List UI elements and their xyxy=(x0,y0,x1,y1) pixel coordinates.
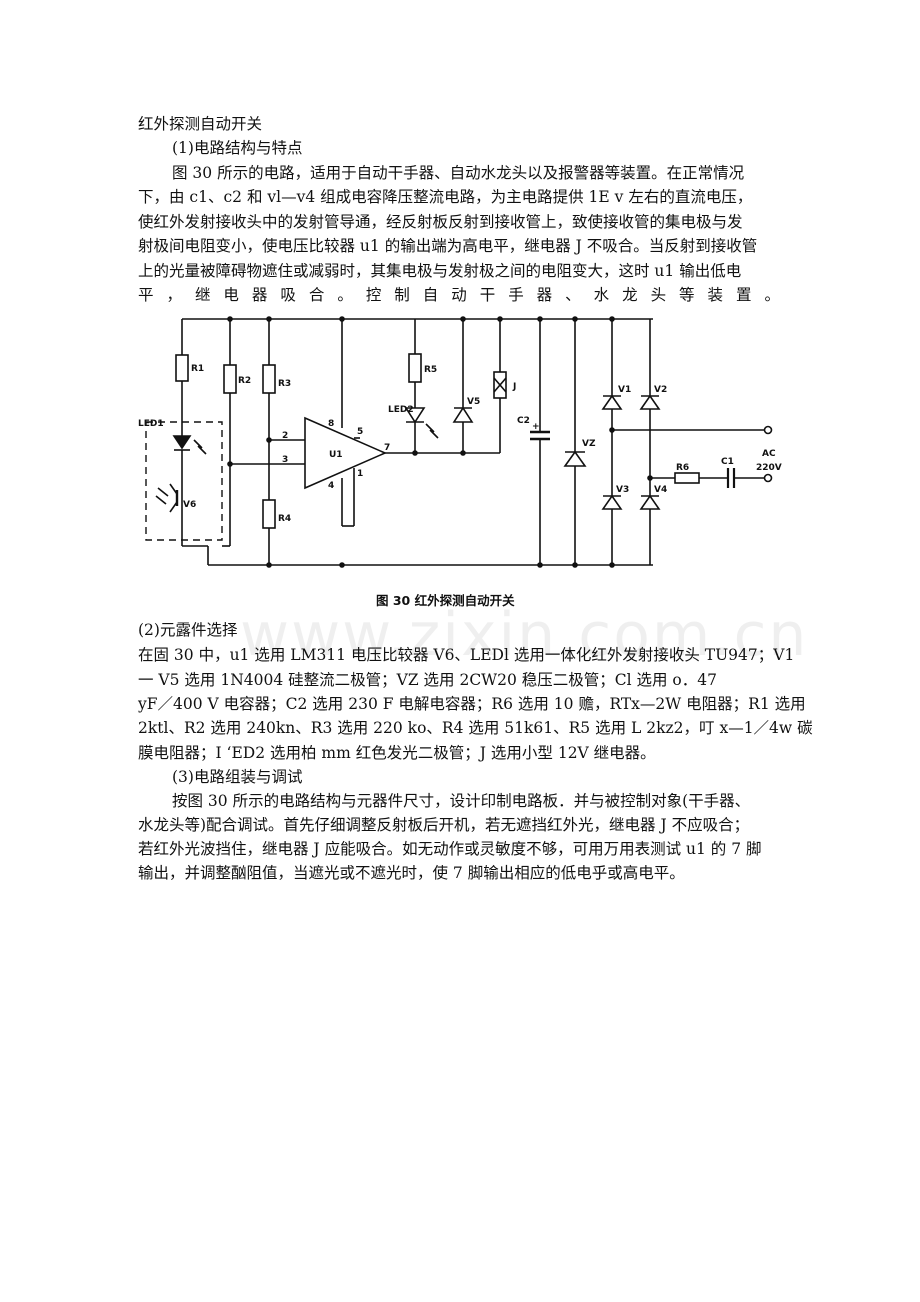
label-u1: U1 xyxy=(329,450,343,460)
label-vz: VZ xyxy=(582,439,596,449)
label-r2: R2 xyxy=(238,376,251,386)
label-v2: V2 xyxy=(654,385,667,395)
section2-heading: (2)元露件选择 xyxy=(138,621,238,639)
document-title: 红外探测自动开关 xyxy=(138,115,263,133)
label-ac: AC xyxy=(762,449,776,459)
label-v3: V3 xyxy=(616,485,629,495)
paragraph-line: 下，由 c1、c2 和 vl—v4 组成电容降压整流电路，为主电路提供 1E v… xyxy=(138,188,753,206)
label-led2: LED2 xyxy=(388,405,414,415)
paragraph-line: 2ktl、R2 选用 240kn、R3 选用 220 ko、R4 选用 51k6… xyxy=(138,719,813,737)
section3-heading: (3)电路组装与调试 xyxy=(172,768,303,786)
label-c1: C1 xyxy=(721,457,734,467)
label-v6: V6 xyxy=(183,500,196,510)
paragraph-line: 按图 30 所示的电路结构与元器件尺寸，设计印制电路板．并与被控制对象(干手器、 xyxy=(172,792,751,810)
paragraph-line: 一 V5 选用 1N4004 硅整流二极管；VZ 选用 2CW20 稳压二极管；… xyxy=(138,671,717,689)
label-pin7: 7 xyxy=(384,443,390,453)
label-v4: V4 xyxy=(654,485,667,495)
section1-heading: (1)电路结构与特点 xyxy=(172,139,303,157)
label-r3: R3 xyxy=(278,379,291,389)
watermark: www.zixin.com.cn xyxy=(240,600,809,670)
paragraph-line: 若红外光波挡住，继电器 J 应能吸合。如无动作或灵敏度不够，可用万用表测试 u1… xyxy=(138,840,762,858)
paragraph-line: 图 30 所示的电路，适用于自动干手器、自动水龙头以及报警器等装置。在正常情况 xyxy=(172,164,745,182)
label-led1: LED1 xyxy=(138,419,164,429)
label-r5: R5 xyxy=(424,365,437,375)
label-pin2: 2 xyxy=(282,431,288,441)
label-pin4: 4 xyxy=(328,481,334,491)
paragraph-line: 使红外发射接收头中的发射管导通，经反射板反射到接收管上，致使接收管的集电极与发 xyxy=(138,213,743,231)
label-v1: V1 xyxy=(618,385,631,395)
label-j: J xyxy=(512,382,516,392)
figure-caption: 图 30 红外探测自动开关 xyxy=(376,593,515,608)
paragraph-line: 平，继电器吸合。控制自动干手器、水龙头等装置。 xyxy=(138,286,780,304)
paragraph-line: 上的光量被障碍物遮住或减弱时，其集电极与发射极之间的电阻变大，这时 u1 输出低… xyxy=(138,262,742,280)
paragraph-line: 膜电阻器；I ‘ED2 选用柏 mm 红色发光二极管；J 选用小型 12V 继电… xyxy=(138,744,656,762)
label-pin1: 1 xyxy=(357,469,363,479)
label-pin3: 3 xyxy=(282,455,288,465)
circuit-diagram: R1 R2 R3 R4 R5 R6 LED1 LED2 V6 V5 J C2 +… xyxy=(138,316,782,568)
paragraph-line: 在固 30 中，u1 选用 LM311 电压比较器 V6、LEDl 选用一体化红… xyxy=(138,646,795,664)
label-r1: R1 xyxy=(191,364,204,374)
label-r4: R4 xyxy=(278,514,291,524)
label-c2: C2 xyxy=(517,416,530,426)
paragraph-line: yF／400 V 电容器；C2 选用 230 F 电解电容器；R6 选用 10 … xyxy=(138,695,806,713)
label-v5: V5 xyxy=(467,397,480,407)
label-pin8: 8 xyxy=(328,419,334,429)
label-pin5: 5 xyxy=(357,427,363,437)
label-plus: + xyxy=(532,422,540,432)
paragraph-line: 输出，并调整酗阻值，当遮光或不遮光时，使 7 脚输出相应的低电乎或高电平。 xyxy=(138,864,685,882)
label-220v: 220V xyxy=(756,463,782,473)
paragraph-line: 射极间电阻变小，使电压比较器 u1 的输出端为高电平，继电器 J 不吸合。当反射… xyxy=(138,237,758,255)
paragraph-line: 水龙头等)配合调试。首先仔细调整反射板后开机，若无遮挡红外光，继电器 J 不应吸… xyxy=(138,816,750,834)
label-r6: R6 xyxy=(676,463,689,473)
